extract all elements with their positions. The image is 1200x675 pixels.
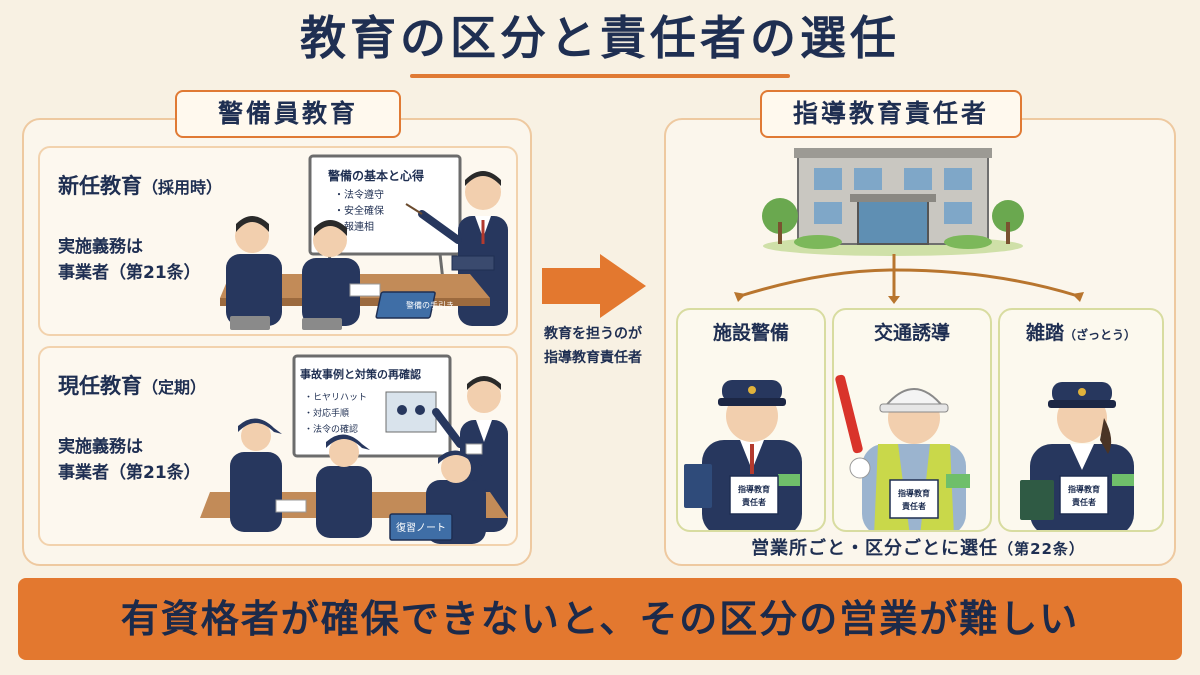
name-badge bbox=[889, 479, 939, 519]
category-title: 施設警備 bbox=[712, 322, 789, 344]
card-title: 現任教育（定期） bbox=[58, 370, 206, 400]
badge-line-1: 指導教育 bbox=[1068, 484, 1100, 494]
board-item: ・法令の確認 bbox=[304, 423, 358, 435]
appointment-note: 営業所ごと・区分ごとに選任（第22条） bbox=[664, 534, 1172, 560]
badge-line-2: 責任者 bbox=[902, 501, 926, 511]
card-title: 新任教育（採用時） bbox=[58, 170, 222, 200]
notebook-icon: 復習ノート bbox=[389, 513, 453, 541]
incident-picture bbox=[385, 391, 437, 433]
right-arrow-icon bbox=[542, 254, 646, 318]
student-figure bbox=[230, 418, 282, 532]
duty-text: 実施義務は 事業者（第21条） bbox=[58, 434, 201, 486]
arrow-label-line-2: 指導教育責任者 bbox=[544, 350, 642, 366]
traffic-guard-figure: 指導教育 責任者 bbox=[835, 374, 970, 530]
badge-line-1: 指導教育 bbox=[898, 488, 930, 498]
page-title: 教育の区分と責任者の選任 bbox=[300, 11, 900, 65]
whiteboard bbox=[308, 154, 462, 256]
board-item: ・安全確保 bbox=[334, 204, 384, 217]
board-title: 事故事例と対策の再確認 bbox=[300, 367, 421, 381]
bottom-banner: 有資格者が確保できないと、その区分の営業が難しい bbox=[18, 578, 1182, 660]
book-label: 警備の手引き bbox=[406, 300, 454, 310]
duty-text: 実施義務は 事業者（第21条） bbox=[58, 234, 201, 286]
student-figure bbox=[316, 434, 372, 538]
name-badge bbox=[729, 475, 779, 515]
student-figure bbox=[302, 220, 360, 326]
card-title-sub: （採用時） bbox=[142, 178, 223, 197]
board-title: 警備の基本と心得 bbox=[327, 168, 424, 183]
card-title-main: 現任教育 bbox=[58, 374, 142, 398]
new-hire-education-card: 新任教育（採用時） 実施義務は 事業者（第21条） 警備の基本と心得 ・法令遵守… bbox=[38, 146, 518, 336]
title-underline bbox=[410, 74, 790, 78]
office-building-icon bbox=[762, 148, 1024, 256]
name-badge bbox=[1059, 475, 1109, 515]
board-item: ・法令遵守 bbox=[334, 188, 384, 201]
appointment-article: （第22条） bbox=[998, 540, 1085, 558]
badge-line-1: 指導教育 bbox=[738, 484, 770, 494]
card-title-sub: （定期） bbox=[142, 378, 207, 397]
duty-line-1: 実施義務は bbox=[58, 237, 143, 257]
instructor-tag: 指導教育責任者 bbox=[760, 90, 1022, 138]
ongoing-education-card: 現任教育（定期） 実施義務は 事業者（第21条） 事故事例と対策の再確認 ・ヒヤ… bbox=[38, 346, 518, 546]
guard-education-tag: 警備員教育 bbox=[175, 90, 401, 138]
branch-arrows bbox=[734, 254, 1084, 304]
category-card-traffic-guidance: 交通誘導 指導教育 責任者 bbox=[832, 308, 992, 532]
crowd-guard-figure: 指導教育 責任者 bbox=[1020, 382, 1134, 530]
arrow-label: 教育を担うのが 指導教育責任者 bbox=[528, 322, 658, 370]
card-title-main: 新任教育 bbox=[58, 174, 142, 198]
board-item: ・対応手順 bbox=[304, 407, 349, 419]
student-figure bbox=[226, 216, 282, 326]
classroom-illustration: 事故事例と対策の再確認 ・ヒヤリハット ・対応手順 ・法令の確認 bbox=[200, 354, 508, 544]
appointment-text: 営業所ごと・区分ごとに選任 bbox=[751, 538, 999, 559]
category-card-facility-security: 施設警備 指導教育 責任者 bbox=[676, 308, 826, 532]
category-card-crowd-control: 雑踏（ざっとう） 指導教育 責任者 bbox=[998, 308, 1164, 532]
category-title: 雑踏（ざっとう） bbox=[1025, 322, 1137, 344]
book-icon: 警備の手引き bbox=[375, 291, 454, 319]
classroom-illustration: 警備の基本と心得 ・法令遵守 ・安全確保 ・報連相 bbox=[220, 154, 508, 330]
facility-guard-figure: 指導教育 責任者 bbox=[684, 380, 802, 530]
board-item: ・ヒヤリハット bbox=[304, 392, 367, 403]
badge-line-2: 責任者 bbox=[742, 497, 766, 507]
arrow-label-line-1: 教育を担うのが bbox=[544, 326, 642, 342]
category-title: 交通誘導 bbox=[873, 322, 950, 344]
badge-line-2: 責任者 bbox=[1072, 497, 1096, 507]
notebook-label: 復習ノート bbox=[396, 521, 446, 534]
duty-line-1: 実施義務は bbox=[58, 437, 143, 457]
duty-line-2: 事業者（第21条） bbox=[58, 263, 201, 283]
duty-line-2: 事業者（第21条） bbox=[58, 463, 201, 483]
